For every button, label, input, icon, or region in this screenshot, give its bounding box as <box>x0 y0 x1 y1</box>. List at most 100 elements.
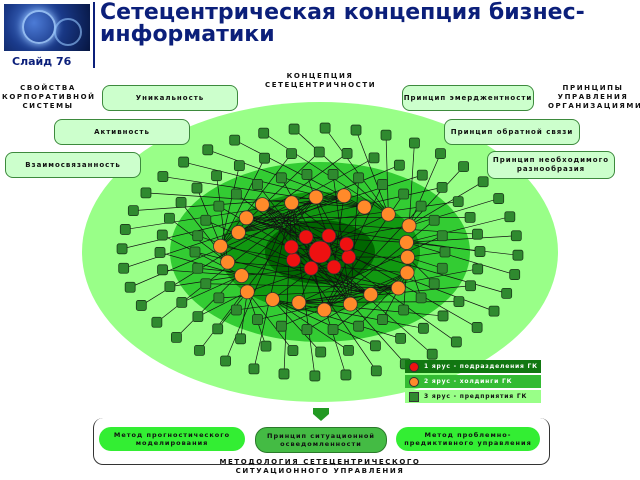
tier-3-node <box>493 193 505 204</box>
tier-3-node <box>393 159 405 171</box>
legend-tier-3-marker <box>409 391 419 402</box>
tier-3-node <box>472 263 484 275</box>
tier-3-node <box>512 249 524 261</box>
network-link <box>197 291 248 317</box>
tier-3-node <box>235 333 247 345</box>
network-link <box>262 204 478 328</box>
methodology-frame <box>93 418 550 465</box>
tier-1-node <box>321 228 337 244</box>
tier-3-node <box>368 152 380 164</box>
tier-1-node <box>303 260 319 276</box>
tier-3-node <box>258 127 270 139</box>
tier-3-node <box>418 322 429 334</box>
tier-3-node <box>301 169 313 180</box>
network-link <box>324 127 389 215</box>
tier-3-node <box>353 320 365 332</box>
tier-3-node <box>230 188 242 200</box>
tier-3-node <box>230 304 242 316</box>
principle-situational-awareness: Принцип ситуационной осведомленности <box>255 427 387 453</box>
tier-2-node <box>399 265 415 281</box>
tier-2-node <box>356 199 372 215</box>
tier-3-node <box>436 181 448 193</box>
tier-2-node <box>316 302 332 318</box>
legend-tier-2-marker <box>409 376 419 387</box>
network-link <box>240 291 248 339</box>
network-link <box>145 192 365 208</box>
pill-emergence-principle: Принцип эмерджентности <box>402 85 534 111</box>
tier-1-node <box>326 259 342 275</box>
tier-3-node <box>409 137 420 149</box>
tier-3-node <box>213 292 225 304</box>
network-link <box>281 272 408 327</box>
legend-tier-1-marker <box>409 361 419 372</box>
network-link <box>406 216 510 243</box>
tier-3-node <box>118 262 130 274</box>
tier-3-node <box>472 228 483 240</box>
legend-tier-1-label: 1 ярус - подразделения ГК <box>424 363 538 370</box>
label-management-principles: ПРИНЦИПЫ УПРАВЛЕНИЯ ОРГАНИЗАЦИЯМИ <box>548 84 640 110</box>
network-link <box>385 135 389 215</box>
tier-3-node <box>474 246 486 257</box>
header-divider <box>93 2 95 68</box>
pill-requisite-variety-principle: Принцип необходимого разнообразия <box>487 151 615 179</box>
network-link <box>406 235 517 243</box>
tier-3-node <box>191 182 203 194</box>
tier-3-node <box>286 148 297 159</box>
network-link <box>257 184 351 305</box>
tier-3-node <box>315 346 327 358</box>
method-predictive-modeling: Метод прогностического моделирования <box>99 427 245 451</box>
legend-tier-1: 1 ярус - подразделения ГК <box>405 360 541 373</box>
tier-3-node <box>340 369 352 381</box>
tier-3-node <box>509 269 521 280</box>
tier-3-node <box>119 224 131 235</box>
network-link <box>220 158 265 247</box>
label-methodology: МЕТОДОЛОГИЯ СЕТЕЦЕНТРИЧЕСКОГО СИТУАЦИОНН… <box>219 458 421 475</box>
slide-number: Слайд 76 <box>12 55 72 68</box>
pill-uniqueness: Уникальность <box>102 85 238 111</box>
tier-3-node <box>301 324 313 335</box>
tier-3-node <box>436 262 448 274</box>
tier-3-node <box>140 187 152 199</box>
network-link <box>291 202 316 377</box>
tier-3-node <box>327 324 339 335</box>
tier-3-node <box>157 264 168 276</box>
legend-tier-3-label: 3 ярус - предприятия ГК <box>424 393 528 400</box>
pill-interconnectedness: Взаимосвязанность <box>5 152 141 178</box>
tier-3-node <box>220 355 231 367</box>
network-link <box>323 184 383 311</box>
tier-3-node <box>192 262 204 274</box>
tier-3-node <box>176 296 188 308</box>
tier-2-node <box>239 284 255 300</box>
tier-3-node <box>343 345 354 356</box>
network-link <box>246 217 495 312</box>
network-link <box>238 174 423 233</box>
network-link <box>220 245 294 261</box>
tier-3-node <box>164 281 176 293</box>
tier-3-node <box>211 170 222 182</box>
tier-1-node <box>339 236 354 252</box>
tier-3-node <box>278 368 290 380</box>
tier-2-node <box>234 268 249 284</box>
tier-3-node <box>436 230 448 242</box>
network-link <box>262 204 406 365</box>
network-link <box>227 261 312 269</box>
tier-2-node <box>336 188 352 204</box>
network-link <box>298 235 443 303</box>
tier-3-node <box>116 243 128 255</box>
tier-3-node <box>124 281 136 293</box>
network-link <box>409 198 499 227</box>
network-link <box>246 217 507 294</box>
tier-3-node <box>435 148 446 159</box>
tier-3-node <box>192 230 204 242</box>
tier-3-node <box>415 292 427 304</box>
network-link <box>262 204 330 237</box>
network-link <box>406 242 518 256</box>
tier-2-node <box>265 292 281 307</box>
slide-title: Сетецентрическая концепция бизнес-информ… <box>100 0 585 47</box>
tier-3-node <box>275 320 287 332</box>
tier-2-node <box>308 189 324 205</box>
pill-activity: Активность <box>54 119 190 145</box>
tier-3-node <box>252 314 263 325</box>
network-link <box>125 195 345 230</box>
tier-2-node <box>284 195 300 211</box>
